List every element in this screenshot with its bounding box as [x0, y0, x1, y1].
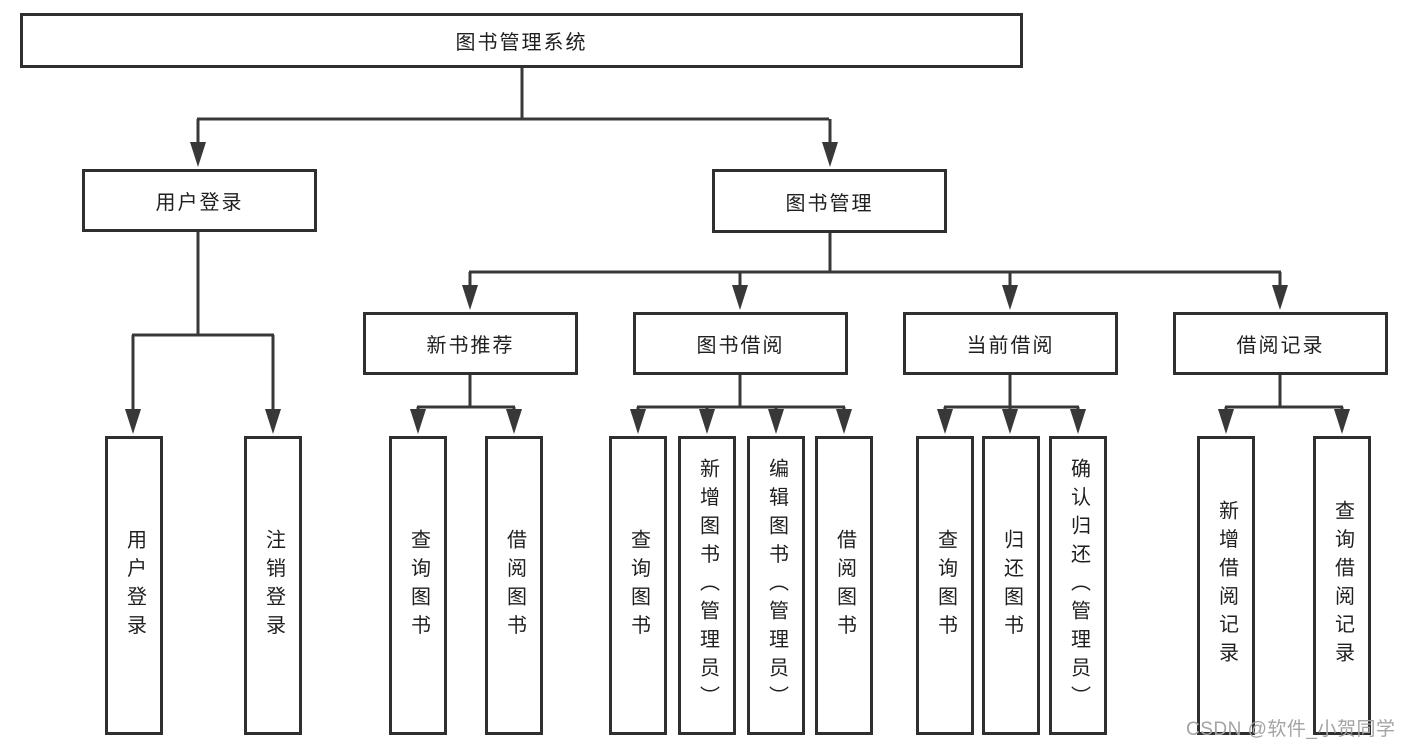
node-label: 图书管理系统: [455, 32, 588, 54]
leaf-label: 归还图书: [1000, 528, 1023, 643]
leaf-borrow-books: 借阅图书: [815, 436, 873, 735]
leaf-logout: 注销登录: [244, 436, 302, 735]
leaf-add-books-admin: 新增图书（管理员）: [678, 436, 736, 735]
leaf-confirm-return-admin: 确认归还（管理员）: [1049, 436, 1107, 735]
leaf-label: 借阅图书: [833, 528, 856, 643]
leaf-query-books: 查询图书: [916, 436, 974, 735]
leaf-query-books: 查询图书: [609, 436, 667, 735]
leaf-borrow-books: 借阅图书: [485, 436, 543, 735]
leaf-label: 查询图书: [407, 528, 430, 643]
node-label: 用户登录: [155, 192, 244, 214]
leaf-label: 新增借阅记录: [1215, 500, 1238, 671]
leaf-label: 注销登录: [262, 528, 285, 643]
leaf-edit-books-admin: 编辑图书（管理员）: [747, 436, 805, 735]
node-user-login: 用户登录: [82, 169, 317, 232]
leaf-query-books: 查询图书: [389, 436, 447, 735]
leaf-label: 用户登录: [123, 528, 146, 643]
leaf-label: 查询借阅记录: [1331, 500, 1354, 671]
node-label: 图书管理: [785, 192, 874, 215]
node-new-book-recommendation: 新书推荐: [363, 312, 578, 375]
node-book-borrowing: 图书借阅: [633, 312, 848, 375]
csdn-watermark: CSDN @软件_小贺同学: [1186, 719, 1396, 740]
node-label: 图书借阅: [696, 335, 785, 357]
leaf-add-borrow-record: 新增借阅记录: [1197, 436, 1255, 735]
node-label: 当前借阅: [966, 335, 1055, 357]
leaf-label: 编辑图书（管理员）: [765, 457, 788, 714]
leaf-label: 查询图书: [934, 528, 957, 643]
node-borrowing-records: 借阅记录: [1173, 312, 1388, 375]
leaf-return-books: 归还图书: [982, 436, 1040, 735]
node-book-management: 图书管理: [712, 169, 947, 233]
leaf-query-borrow-record: 查询借阅记录: [1313, 436, 1371, 735]
leaf-label: 确认归还（管理员）: [1067, 457, 1090, 714]
leaf-user-login: 用户登录: [105, 436, 163, 735]
node-label: 新书推荐: [426, 335, 515, 357]
leaf-label: 新增图书（管理员）: [696, 457, 719, 714]
node-label: 借阅记录: [1236, 335, 1325, 357]
leaf-label: 借阅图书: [503, 528, 526, 643]
node-library-management-system: 图书管理系统: [20, 13, 1023, 68]
leaf-label: 查询图书: [627, 528, 650, 643]
node-current-borrowing: 当前借阅: [903, 312, 1118, 375]
